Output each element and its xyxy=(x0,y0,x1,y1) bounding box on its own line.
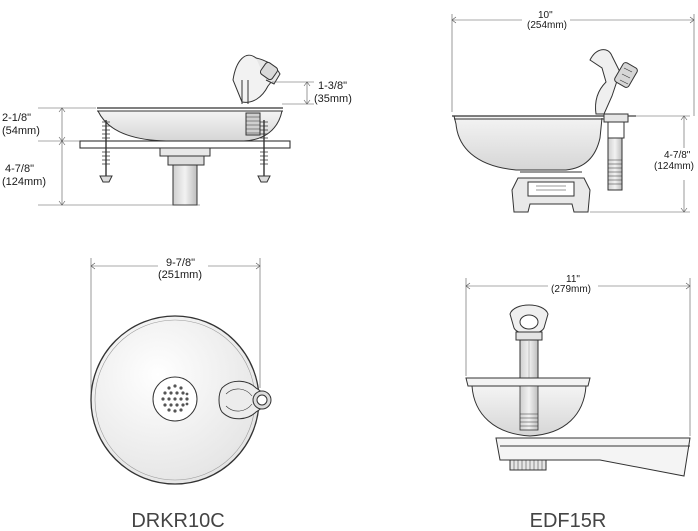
edf15r-front-width-mm-label: (279mm) xyxy=(551,284,591,295)
drkr10c-top-view xyxy=(90,315,272,485)
edf15r-wall-bracket xyxy=(495,437,691,477)
edf15r-front-width-label: 11" xyxy=(566,274,580,285)
drkr10c-bowl-depth-mm-label: (54mm) xyxy=(2,125,40,137)
drkr10c-diameter-mm-label: (251mm) xyxy=(158,269,202,281)
edf15r-width-mm-label: (254mm) xyxy=(527,20,567,31)
bubbler-top xyxy=(218,380,263,420)
drkr10c-top-dimensions xyxy=(90,258,261,394)
drain-tailpiece xyxy=(172,164,198,206)
drkr10c-side-dimensions xyxy=(38,81,314,206)
mounting-bolt-left xyxy=(99,120,113,183)
drkr10c-below-deck-mm-label: (124mm) xyxy=(2,176,46,188)
drkr10c-below-deck-label: 4-7/8" xyxy=(5,163,34,175)
edf15r-front-dimensions xyxy=(465,278,691,436)
edf15r-side-view xyxy=(452,49,638,213)
edf15r-front-view xyxy=(465,304,691,477)
edf15r-width-label: 10" xyxy=(538,10,553,21)
drkr10c-spout-height-mm-label: (35mm) xyxy=(314,93,352,105)
model-label-edf15r: EDF15R xyxy=(530,510,607,531)
drkr10c-side-view xyxy=(79,54,291,206)
edf15r-height-mm-label: (124mm) xyxy=(654,161,694,172)
edf15r-front-rim xyxy=(465,377,591,387)
strainer-holes xyxy=(161,384,189,413)
mounting-plate xyxy=(79,140,291,149)
edf15r-height-label: 4-7/8" xyxy=(664,150,691,161)
drkr10c-spout-height-label: 1-3/8" xyxy=(318,80,347,92)
mounting-bolt-right xyxy=(257,120,271,183)
model-label-drkr10c: DRKR10C xyxy=(131,510,224,531)
edf15r-bowl xyxy=(453,115,603,171)
drkr10c-bowl-depth-label: 2-1/8" xyxy=(2,112,31,124)
edf15r-side-dimensions xyxy=(451,14,695,213)
drkr10c-diameter-label: 9-7/8" xyxy=(166,257,195,269)
